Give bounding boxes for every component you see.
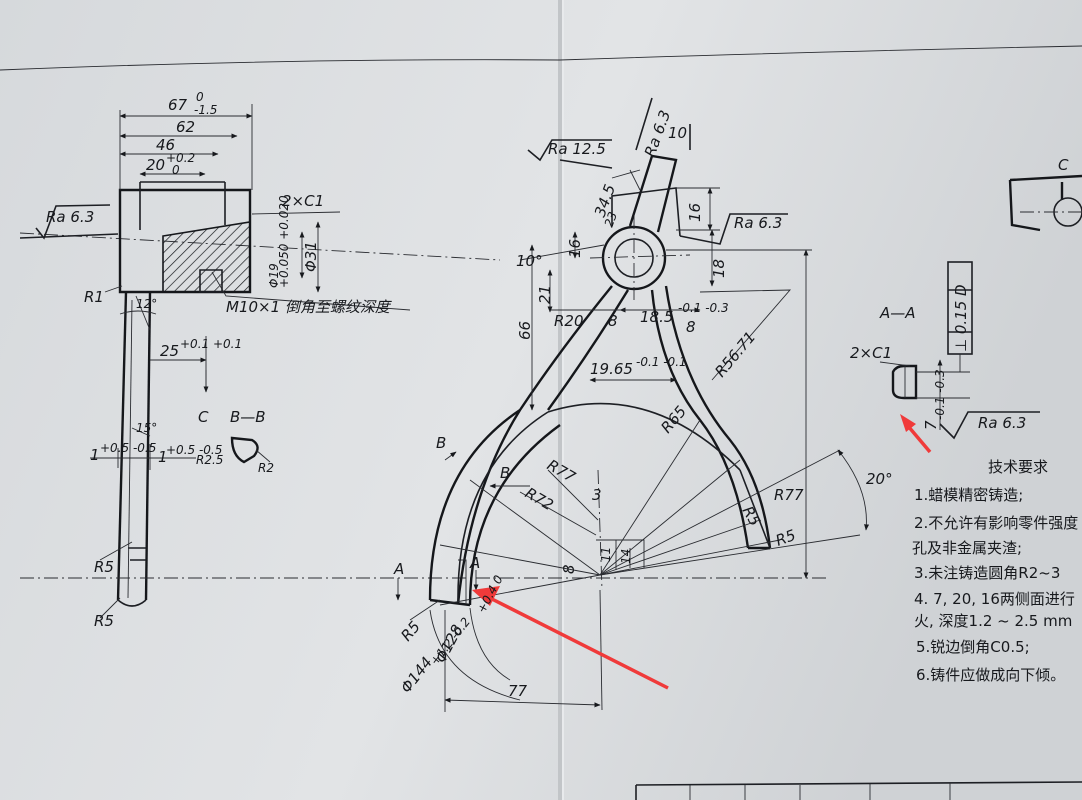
section-aa-roughness: Ra 6.3: [978, 414, 1026, 432]
tech-req-item-2: 2.不允许有影响零件强度: [914, 514, 1078, 532]
view-c-label: C: [198, 408, 209, 426]
red-arrow-left: [485, 594, 669, 690]
dim-18-5-tol: -0.1 -0.3: [678, 301, 729, 315]
tech-req-item-4: 4. 7, 20, 16两侧面进行: [914, 590, 1075, 608]
tech-req-item-3: 3.未注铸造圆角R2~3: [914, 564, 1060, 582]
chamfer-label: 2×C1: [282, 192, 324, 210]
dim-77: 77: [508, 682, 528, 700]
dim-25-tol: +0.1 +0.1: [180, 337, 242, 351]
section-bb-title: B—B: [230, 408, 266, 426]
dim-3: 3: [592, 486, 602, 504]
bore-19: Φ19: [267, 263, 281, 288]
dim-67-tol-lower: -1.5: [194, 103, 217, 117]
dim-8-b: 8: [686, 318, 696, 336]
roughness-right: Ra 6.3: [734, 214, 782, 232]
dim-20-tol-lower: 0: [172, 163, 180, 177]
dim-1b: 1: [158, 448, 168, 466]
bore-19-tol: +0.050 +0.020: [277, 195, 291, 288]
dim-8-c: 8: [560, 564, 578, 574]
section-a-mark-2: A: [469, 554, 480, 572]
angle-15: 15°: [136, 421, 157, 435]
technical-requirements: 技术要求 1.蜡模精密铸造; 2.不允许有影响零件强度 孔及非金属夹渣; 3.未…: [912, 458, 1078, 684]
side-view: [19, 104, 501, 619]
section-aa-labels: A—A 2×C1 ⊥ 0.15 D 7 -0.1 -0.3 Ra 6.3 C: [850, 156, 1069, 432]
section-aa-chamfer: 2×C1: [850, 344, 892, 362]
dim-21: 21: [536, 285, 554, 304]
dim-1b-tol: +0.5 -0.5: [166, 443, 222, 457]
dim-8-a: 8: [608, 312, 618, 330]
angle-10: 10°: [516, 252, 543, 270]
radius-r2: R2: [258, 461, 274, 475]
tech-req-item-4b: 火, 深度1.2 ~ 2.5 mm: [914, 612, 1072, 630]
dim-1a: 1: [90, 446, 100, 464]
thread-note: M10×1 倒角至螺纹深度: [226, 298, 392, 316]
dim-62: 62: [176, 118, 195, 136]
dim-19-65: 19.65: [590, 360, 633, 378]
annotation-arrows: [472, 414, 932, 690]
tolerance-frame: ⊥ 0.15 D: [952, 284, 970, 352]
dim-18-5: 18.5: [640, 308, 673, 326]
red-arrow-right: [906, 424, 932, 454]
tech-req-item-6: 6.铸件应做成向下倾。: [916, 666, 1065, 684]
dim-23: 23: [602, 210, 620, 229]
tech-req-item-1: 1.蜡模精密铸造;: [914, 486, 1023, 504]
tech-req-item-2b: 孔及非金属夹渣;: [912, 539, 1022, 557]
roughness-top: Ra 12.5: [548, 140, 606, 158]
angle-12: 12°: [136, 297, 157, 311]
side-view-labels: 67 0 -1.5 62 46 20 +0.2 0 Ra 6.3 2×C1 Φ1…: [46, 90, 392, 630]
dim-10: 10: [668, 124, 687, 142]
dim-46: 46: [156, 136, 175, 154]
radius-r5-a: R5: [94, 558, 114, 576]
red-arrowhead-left: [472, 586, 500, 606]
angle-20: 20°: [866, 470, 893, 488]
dim-11: 11: [599, 547, 613, 562]
section-a-mark-1: A: [393, 560, 404, 578]
radius-r2-5: R2.5: [196, 453, 223, 467]
section-b-mark-2: B: [500, 464, 510, 482]
dim-16-right: 16: [686, 203, 704, 222]
section-aa-title: A—A: [879, 304, 916, 322]
dim-67-tol-upper: 0: [196, 90, 204, 104]
radius-r5-b: R5: [94, 612, 114, 630]
dim-19-65-tol: -0.1 -0.1: [636, 355, 687, 369]
dim-20: 20: [146, 156, 165, 174]
radius-r1: R1: [84, 288, 104, 306]
section-aa-view: [879, 174, 1082, 440]
roughness-left: Ra 6.3: [46, 208, 94, 226]
section-b-mark-1: B: [436, 434, 446, 452]
dim-14: 14: [619, 549, 633, 564]
dim-25: 25: [160, 342, 179, 360]
dim-20-tol-upper: +0.2: [166, 151, 195, 165]
dim-1a-tol: +0.5 -0.5: [100, 441, 156, 455]
frame-border-top: [0, 45, 1082, 71]
dim-67: 67: [168, 96, 188, 114]
red-arrowhead-right: [900, 414, 916, 432]
dim-16-left: 16: [566, 239, 584, 258]
section-aa-dim-7-tol: -0.1 -0.3: [933, 369, 947, 420]
dia-31: Φ31: [302, 241, 320, 272]
dim-18: 18: [710, 259, 728, 278]
tech-req-item-5: 5.锐边倒角C0.5;: [916, 638, 1030, 656]
tech-req-title: 技术要求: [988, 458, 1048, 476]
radius-r5-d: R5: [773, 526, 798, 550]
section-aa-dim-7: 7: [922, 420, 940, 430]
title-block: [635, 781, 1082, 800]
front-view: [20, 97, 870, 712]
dim-66: 66: [516, 321, 534, 340]
radius-r20: R20: [554, 312, 584, 330]
detail-c-label: C: [1058, 156, 1069, 174]
radius-r77-b: R77: [774, 486, 804, 504]
